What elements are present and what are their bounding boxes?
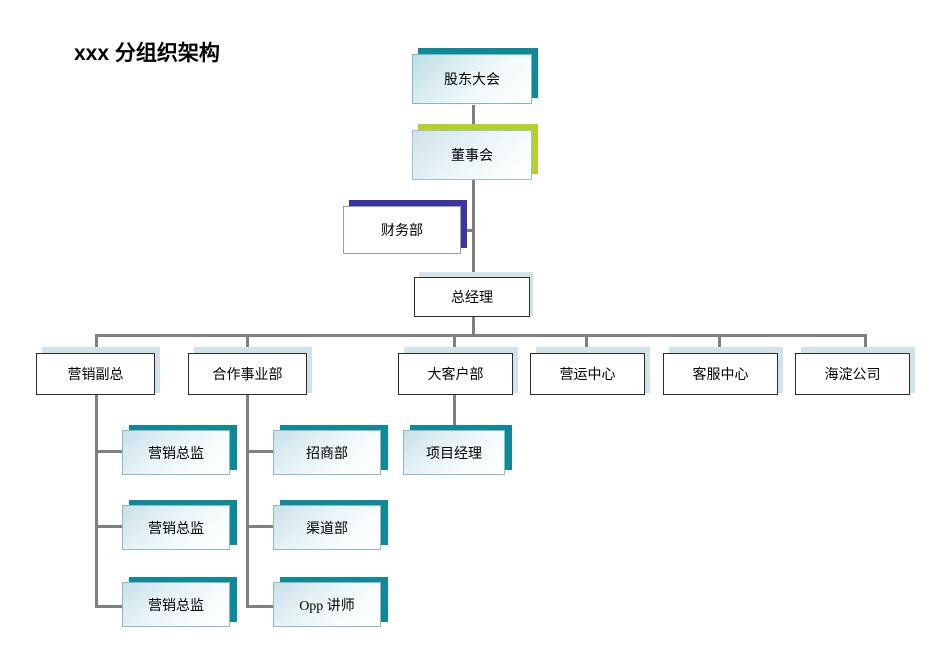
node-opp-trainer-label: Opp 讲师	[299, 598, 355, 614]
node-finance[interactable]: 财务部	[343, 206, 461, 254]
connector-coop-div-branch-3	[246, 605, 274, 608]
node-board-label: 董事会	[451, 149, 493, 164]
connector-bus-service-center	[718, 334, 721, 353]
node-channel-dept[interactable]: 渠道部	[273, 505, 381, 550]
node-haidian-label: 海淀公司	[824, 368, 881, 383]
connector-board-gm	[472, 174, 475, 278]
node-board[interactable]: 董事会	[412, 130, 532, 180]
connector-level3-bus	[95, 334, 867, 337]
connector-key-account-proj-mgr	[453, 394, 456, 428]
node-key-account[interactable]: 大客户部	[398, 353, 513, 395]
node-service-center[interactable]: 客服中心	[663, 353, 778, 395]
node-gm[interactable]: 总经理	[414, 277, 530, 317]
connector-coop-div-branch-1	[246, 450, 274, 453]
node-coop-div[interactable]: 合作事业部	[188, 353, 307, 395]
node-ops-center-label: 营运中心	[559, 368, 616, 383]
node-channel-dept-label: 渠道部	[306, 521, 348, 537]
node-service-center-label: 客服中心	[692, 368, 749, 383]
connector-bus-ops-center	[585, 334, 588, 353]
node-opp-trainer[interactable]: Opp 讲师	[273, 582, 381, 627]
node-mkt-dir-1-label: 营销总监	[148, 446, 204, 462]
node-proj-mgr-label: 项目经理	[426, 446, 482, 462]
node-mkt-dir-2-label: 营销总监	[148, 521, 204, 537]
node-key-account-label: 大客户部	[427, 368, 484, 383]
connector-bus-key-account	[453, 334, 456, 353]
connector-coop-div-branch-2	[246, 525, 274, 528]
node-ops-center[interactable]: 营运中心	[530, 353, 645, 395]
node-mkt-dir-3[interactable]: 营销总监	[122, 582, 230, 627]
connector-bus-haidian	[864, 334, 867, 353]
connector-bus-vp-marketing	[95, 334, 98, 353]
node-shareholders-label: 股东大会	[444, 73, 500, 88]
connector-vp-marketing-spine	[95, 394, 98, 608]
node-invest-dept[interactable]: 招商部	[273, 430, 381, 475]
connector-gm-bus	[472, 314, 475, 336]
page-title: xxx 分组织架构	[74, 42, 220, 65]
node-finance-label: 财务部	[381, 224, 423, 239]
node-mkt-dir-1[interactable]: 营销总监	[122, 430, 230, 475]
node-invest-dept-label: 招商部	[306, 446, 348, 462]
connector-vp-marketing-branch-2	[95, 525, 123, 528]
connector-coop-div-spine	[246, 394, 249, 608]
connector-vp-marketing-branch-3	[95, 605, 123, 608]
node-vp-marketing[interactable]: 营销副总	[36, 353, 155, 395]
node-shareholders[interactable]: 股东大会	[412, 54, 532, 104]
node-vp-marketing-label: 营销副总	[67, 368, 124, 383]
node-mkt-dir-3-label: 营销总监	[148, 598, 204, 614]
node-mkt-dir-2[interactable]: 营销总监	[122, 505, 230, 550]
connector-vp-marketing-branch-1	[95, 450, 123, 453]
node-proj-mgr[interactable]: 项目经理	[403, 430, 505, 475]
node-coop-div-label: 合作事业部	[212, 368, 283, 383]
connector-shareholders-board	[472, 105, 475, 131]
node-gm-label: 总经理	[451, 291, 493, 306]
node-haidian[interactable]: 海淀公司	[795, 353, 910, 395]
connector-bus-coop-div	[246, 334, 249, 353]
